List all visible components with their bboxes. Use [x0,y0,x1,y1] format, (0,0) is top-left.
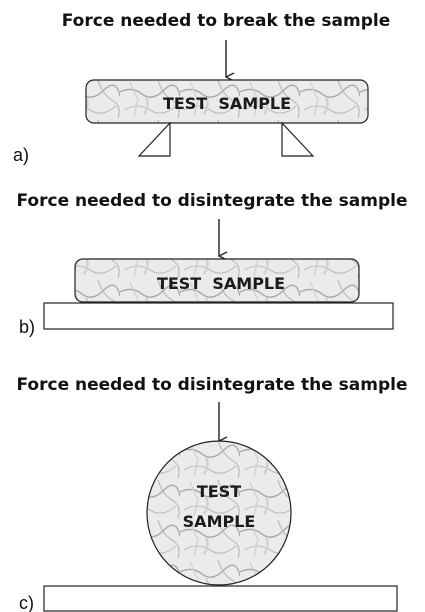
panel-b-sample-label: TEST SAMPLE [157,274,285,293]
panel-b-label: b) [19,317,35,337]
right-support [281,121,315,157]
panel-b-base-plate [43,302,394,330]
panel-a-sample-label: TEST SAMPLE [163,94,291,113]
panel-b: Force needed to disintegrate the sample … [17,191,408,337]
panel-c-sample-disc [146,440,292,586]
panel-b-title: Force needed to disintegrate the sample [17,191,408,211]
panel-a-sample-bar [85,79,369,124]
panel-a-title: Force needed to break the sample [62,11,390,31]
panel-b-sample-bar [74,258,360,303]
panel-c: Force needed to disintegrate the sample … [17,375,408,612]
panel-c-base-plate [43,585,398,612]
panel-c-sample-label-line1: TEST [197,482,241,501]
panel-c-title: Force needed to disintegrate the sample [17,375,408,395]
panel-a: Force needed to break the sample TEST SA… [13,11,390,165]
panel-c-sample-label-line2: SAMPLE [183,512,256,531]
panel-a-label: a) [13,145,29,165]
panel-c-label: c) [19,593,34,612]
left-support [137,121,171,157]
